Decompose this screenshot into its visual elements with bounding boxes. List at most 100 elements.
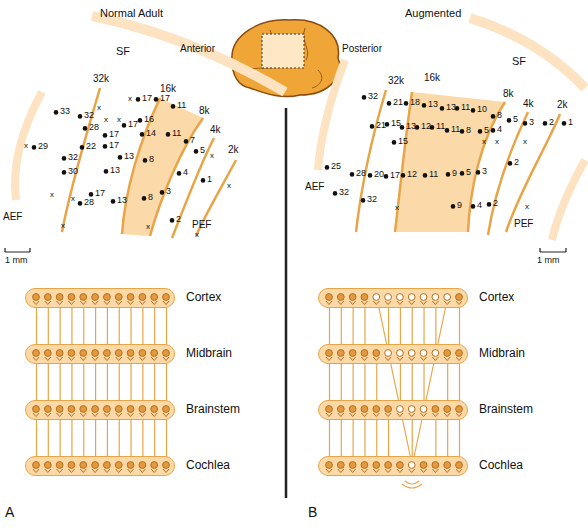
site-dot [491, 114, 496, 119]
neuron [127, 294, 134, 301]
synapse-mark [350, 413, 356, 417]
synapse-mark [57, 469, 63, 473]
synapse-mark [116, 469, 122, 473]
site-number: 10 [477, 105, 487, 114]
level-label: Cochlea [479, 458, 523, 472]
site-number: 21 [393, 98, 403, 107]
synapse-mark [151, 413, 157, 417]
site-number: 30 [68, 167, 78, 176]
neuron [337, 406, 344, 413]
map-label: 1 mm [537, 256, 560, 265]
unresponsive-mark: x [61, 222, 65, 230]
site-dot [154, 97, 159, 102]
unresponsive-mark: x [523, 138, 527, 146]
site-number: 28 [356, 169, 366, 178]
site-number: 17 [160, 94, 170, 103]
neuron [326, 350, 333, 357]
synapse-mark [68, 413, 74, 417]
site-dot [562, 121, 567, 126]
neuron [56, 462, 63, 469]
neuron [349, 462, 356, 469]
site-number: 9 [452, 169, 457, 178]
site-dot [138, 118, 143, 123]
map-label: 4k [523, 99, 534, 109]
level-label: Brainstem [186, 402, 240, 416]
neuron [408, 294, 415, 301]
neuron [80, 350, 87, 357]
site-number: 15 [391, 119, 401, 128]
neuron [163, 350, 170, 357]
synapse-mark [104, 301, 110, 305]
neuron [139, 406, 146, 413]
map-label: A [5, 505, 14, 519]
neuron [326, 406, 333, 413]
neuron [151, 462, 158, 469]
site-dot [136, 97, 141, 102]
synapse-mark [139, 413, 145, 417]
neuron [349, 294, 356, 301]
level-label: Cortex [479, 290, 514, 304]
site-dot [370, 124, 375, 129]
neuron [326, 294, 333, 301]
unresponsive-mark: x [71, 195, 75, 203]
synapse-mark [139, 469, 145, 473]
synapse-mark [80, 301, 86, 305]
pathway-level-bar: Midbrain [25, 344, 175, 364]
unresponsive-mark: x [146, 223, 150, 231]
synapse-mark [421, 301, 427, 305]
site-number: 8 [466, 126, 471, 135]
site-dot [62, 170, 67, 175]
synapse-mark [45, 301, 51, 305]
synapse-mark [326, 413, 332, 417]
unresponsive-mark: x [24, 142, 28, 150]
neuron [68, 294, 75, 301]
pathway-lines [48, 298, 459, 466]
site-dot [460, 171, 465, 176]
neuron [385, 406, 392, 413]
site-dot [78, 114, 83, 119]
site-number: 4 [477, 201, 482, 210]
neuron [139, 350, 146, 357]
site-dot [194, 149, 199, 154]
neuron [44, 462, 51, 469]
unresponsive-mark: x [525, 203, 529, 211]
neuron [92, 294, 99, 301]
site-dot [440, 106, 445, 111]
site-dot [80, 145, 85, 150]
site-number: 16 [144, 115, 154, 124]
unresponsive-mark: x [104, 116, 108, 124]
synapse-mark [397, 469, 403, 473]
unresponsive-mark: x [227, 182, 231, 190]
site-dot [476, 170, 481, 175]
site-dot [404, 101, 409, 106]
map-label: PEF [514, 219, 533, 229]
site-dot [111, 199, 116, 204]
synapse-mark [80, 413, 86, 417]
synapse-mark [33, 301, 39, 305]
site-dot [83, 126, 88, 131]
pathway-connector [36, 364, 37, 400]
site-number: 14 [146, 129, 156, 138]
synapse-mark [409, 357, 415, 361]
synapse-mark [57, 301, 63, 305]
neuron [80, 294, 87, 301]
site-dot [387, 101, 392, 106]
site-dot [122, 123, 127, 128]
pathway-level-bar: Cochlea [25, 456, 175, 476]
site-number: 25 [331, 162, 341, 171]
unresponsive-mark: x [195, 231, 199, 239]
site-number: 28 [84, 198, 94, 207]
site-dot [460, 129, 465, 134]
synapse-mark [456, 301, 462, 305]
synapse-mark [104, 413, 110, 417]
synapse-mark [338, 357, 344, 361]
neuron [444, 350, 451, 357]
synapse-mark [92, 357, 98, 361]
neuron [163, 294, 170, 301]
synapse-mark [33, 413, 39, 417]
level-label: Brainstem [479, 402, 533, 416]
neuron [397, 294, 404, 301]
synapse-mark [444, 301, 450, 305]
synapse-mark [57, 357, 63, 361]
